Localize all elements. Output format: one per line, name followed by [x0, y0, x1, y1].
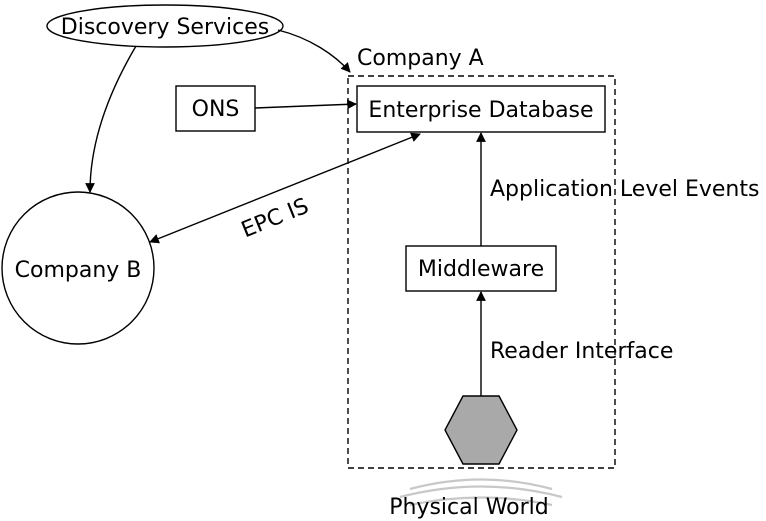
company-a-label: Company A [357, 46, 484, 71]
company-b-node[interactable] [1, 191, 155, 345]
discovery-services-node[interactable] [46, 4, 284, 48]
application-level-events-label: Application Level Events [490, 177, 759, 202]
physical-world-label: Physical World [389, 495, 549, 520]
enterprise-database-node[interactable] [356, 85, 606, 133]
company-b-label: Company B [15, 258, 142, 283]
middleware-label: Middleware [418, 257, 544, 282]
edge-discovery-to-company-a [277, 29, 351, 73]
company-a-boundary [347, 75, 616, 469]
reader-interface-label: Reader Interface [490, 339, 673, 364]
discovery-services-label: Discovery Services [61, 15, 269, 40]
epc-is-label: EPC IS [238, 194, 312, 243]
signal-waves-icon [399, 478, 563, 507]
hexagon-reader-icon [444, 395, 518, 465]
ons-label: ONS [192, 97, 240, 122]
ons-node[interactable] [175, 85, 256, 132]
middleware-node[interactable] [405, 245, 557, 292]
edge-epc-is [149, 132, 421, 244]
enterprise-database-label: Enterprise Database [368, 98, 593, 123]
edge-ons-to-enterprise-db [254, 99, 357, 110]
edge-discovery-to-company-b [85, 45, 137, 193]
